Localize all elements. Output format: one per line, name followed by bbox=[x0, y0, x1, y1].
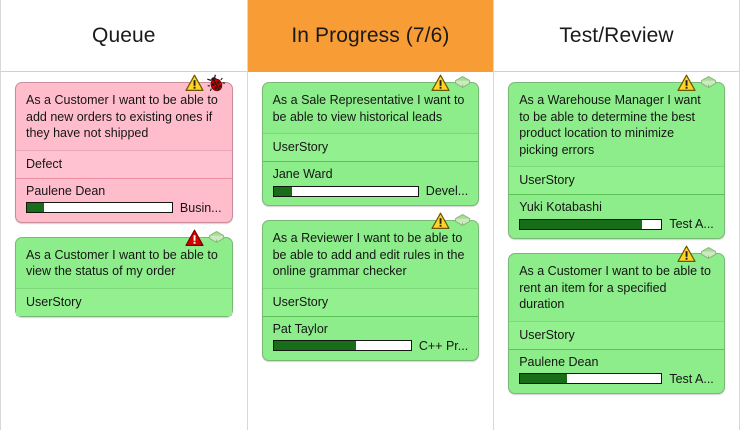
card-progress-bar bbox=[272, 340, 412, 351]
card-progress-row: Test A... bbox=[519, 372, 714, 386]
card-progress-bar bbox=[272, 185, 419, 197]
diamond-icon bbox=[207, 229, 226, 247]
card-type: Defect bbox=[16, 149, 232, 178]
card[interactable]: As a Warehouse Manager I want to be able… bbox=[508, 74, 725, 239]
warning-yellow-icon bbox=[184, 74, 204, 92]
card-progress-fill bbox=[27, 203, 45, 212]
card-badges bbox=[184, 74, 226, 92]
card-progress-fill bbox=[520, 374, 567, 383]
warning-yellow-icon bbox=[431, 212, 450, 230]
column-card-list-queue: As a Customer I want to be able to add n… bbox=[1, 72, 247, 430]
card-progress-row: Busin... bbox=[26, 201, 222, 215]
card-badges bbox=[184, 229, 226, 247]
column-header-queue[interactable]: Queue bbox=[1, 0, 247, 72]
column-title: Queue bbox=[92, 23, 156, 47]
card-progress-label: Test A... bbox=[669, 217, 714, 231]
column-card-list-in-progress: As a Sale Representative I want to be ab… bbox=[248, 72, 494, 430]
diamond-icon bbox=[453, 212, 472, 230]
card-type: UserStory bbox=[509, 320, 724, 349]
card-assignee: Paulene Dean bbox=[519, 354, 599, 369]
column-test-review: Test/Review As a Warehouse Manager I want… bbox=[493, 0, 740, 430]
card[interactable]: As a Customer I want to be able to rent … bbox=[508, 245, 725, 394]
diamond-icon bbox=[453, 74, 472, 92]
card-title: As a Reviewer I want to be able to be ab… bbox=[272, 231, 465, 278]
card[interactable]: As a Reviewer I want to be able to be ab… bbox=[261, 212, 480, 361]
card-progress-fill bbox=[273, 186, 293, 196]
bug-icon bbox=[206, 74, 226, 92]
card-progress-label: Devel... bbox=[425, 184, 469, 198]
warning-yellow-icon bbox=[677, 245, 696, 263]
column-title: Test/Review bbox=[559, 23, 674, 47]
card[interactable]: As a Sale Representative I want to be ab… bbox=[261, 74, 480, 206]
card[interactable]: As a Customer I want to be able to view … bbox=[15, 229, 233, 317]
card-assignee: Yuki Kotabashi bbox=[519, 200, 602, 214]
column-title: In Progress (7/6) bbox=[291, 23, 450, 47]
card-title: As a Customer I want to be able to add n… bbox=[26, 93, 218, 140]
card-progress-bar bbox=[26, 202, 173, 213]
card-assignee: Pat Taylor bbox=[272, 321, 328, 336]
card-assignee: Jane Ward bbox=[272, 167, 333, 181]
card-badges bbox=[677, 74, 718, 92]
card-assignee: Paulene Dean bbox=[26, 183, 106, 198]
card-progress-bar bbox=[519, 373, 663, 384]
column-in-progress: In Progress (7/6) As a Sale Representativ… bbox=[246, 0, 494, 430]
warning-yellow-icon bbox=[431, 74, 450, 92]
card-progress-label: Test A... bbox=[669, 371, 714, 386]
card-type: UserStory bbox=[509, 166, 724, 194]
diamond-icon bbox=[699, 245, 718, 263]
card-type: UserStory bbox=[262, 133, 479, 161]
card-progress-fill bbox=[520, 219, 642, 229]
card-title: As a Warehouse Manager I want to be able… bbox=[519, 93, 701, 157]
card-badges bbox=[431, 212, 472, 230]
card-progress-bar bbox=[519, 218, 663, 230]
warning-yellow-icon bbox=[677, 74, 696, 92]
card-progress-label: Busin... bbox=[179, 200, 222, 215]
card-progress-fill bbox=[273, 341, 356, 350]
card-progress-label: C++ Pr... bbox=[418, 338, 469, 353]
card-title: As a Sale Representative I want to be ab… bbox=[272, 93, 465, 124]
card-title: As a Customer I want to be able to rent … bbox=[519, 264, 711, 311]
card-badges bbox=[677, 245, 718, 263]
card-progress-row: Test A... bbox=[519, 217, 714, 231]
card-title: As a Customer I want to be able to view … bbox=[26, 247, 218, 279]
column-header-test-review[interactable]: Test/Review bbox=[494, 0, 739, 72]
card-badges bbox=[431, 74, 472, 92]
column-header-in-progress[interactable]: In Progress (7/6) bbox=[247, 0, 494, 72]
card[interactable]: As a Customer I want to be able to add n… bbox=[15, 74, 233, 223]
column-card-list-test-review: As a Warehouse Manager I want to be able… bbox=[494, 72, 739, 430]
card-progress-row: Devel... bbox=[272, 184, 469, 198]
card-type: UserStory bbox=[16, 287, 232, 316]
diamond-icon bbox=[699, 74, 718, 92]
card-progress-row: C++ Pr... bbox=[272, 338, 469, 353]
column-queue: Queue As a Customer I want to be able to … bbox=[0, 0, 247, 430]
card-type: UserStory bbox=[262, 287, 479, 316]
warning-red-icon bbox=[184, 229, 204, 247]
